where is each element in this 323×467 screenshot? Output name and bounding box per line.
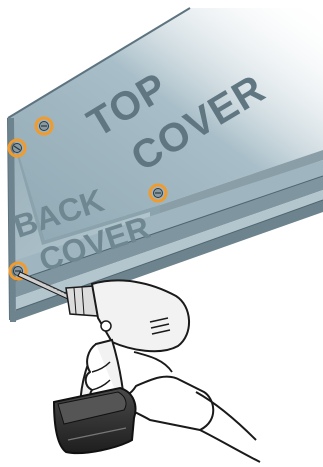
drill-battery	[54, 388, 135, 453]
